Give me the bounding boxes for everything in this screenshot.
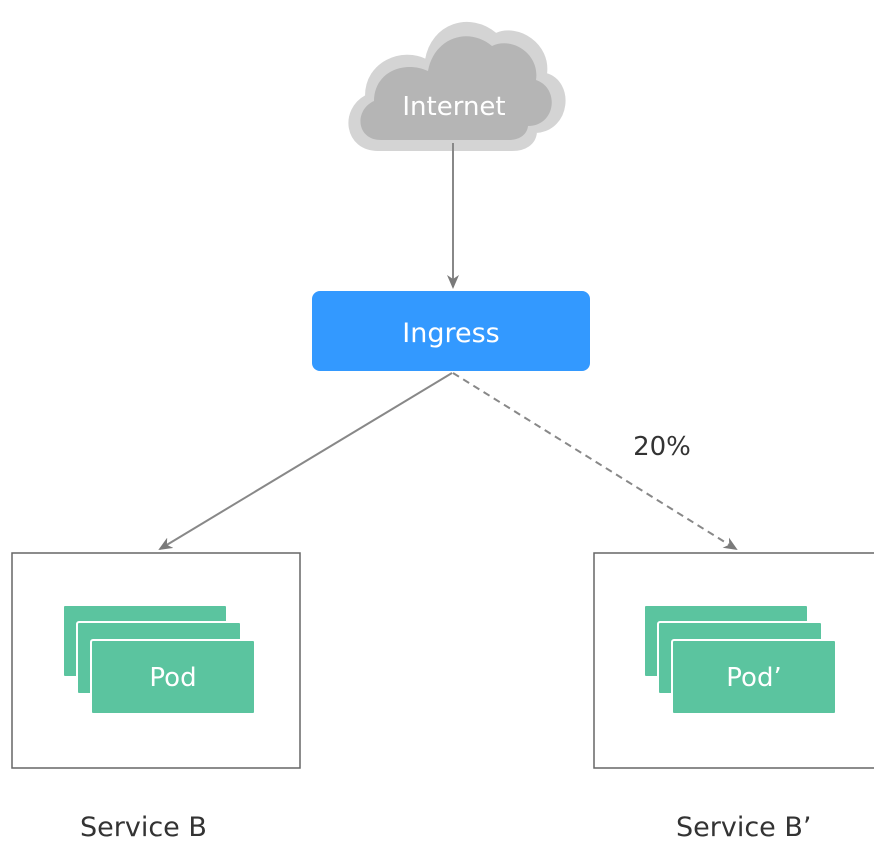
service-b-prime-box: Pod’ [593, 552, 874, 769]
pod-card-front [90, 639, 256, 715]
service-b-caption: Service B [80, 812, 207, 843]
edge-ingress-to-service-b [158, 372, 453, 551]
traffic-weight-label: 20% [633, 432, 691, 462]
edge-ingress-to-service-b-prime [452, 372, 738, 551]
pod-prime-label: Pod’ [726, 663, 781, 693]
ingress-label: Ingress [402, 318, 499, 349]
internet-cloud-icon: Internet [348, 22, 566, 151]
ingress-box [312, 291, 590, 371]
internet-label: Internet [402, 92, 505, 122]
cloud-body [360, 36, 552, 140]
pod-prime-card-front [671, 639, 837, 715]
pod-stack: Pod [62, 604, 256, 715]
service-b-box: Pod [11, 552, 301, 769]
pod-prime-stack: Pod’ [643, 604, 837, 715]
service-b-prime-caption: Service B’ [676, 812, 812, 843]
pod-label: Pod [149, 663, 196, 693]
ingress-node: Ingress [312, 291, 590, 371]
